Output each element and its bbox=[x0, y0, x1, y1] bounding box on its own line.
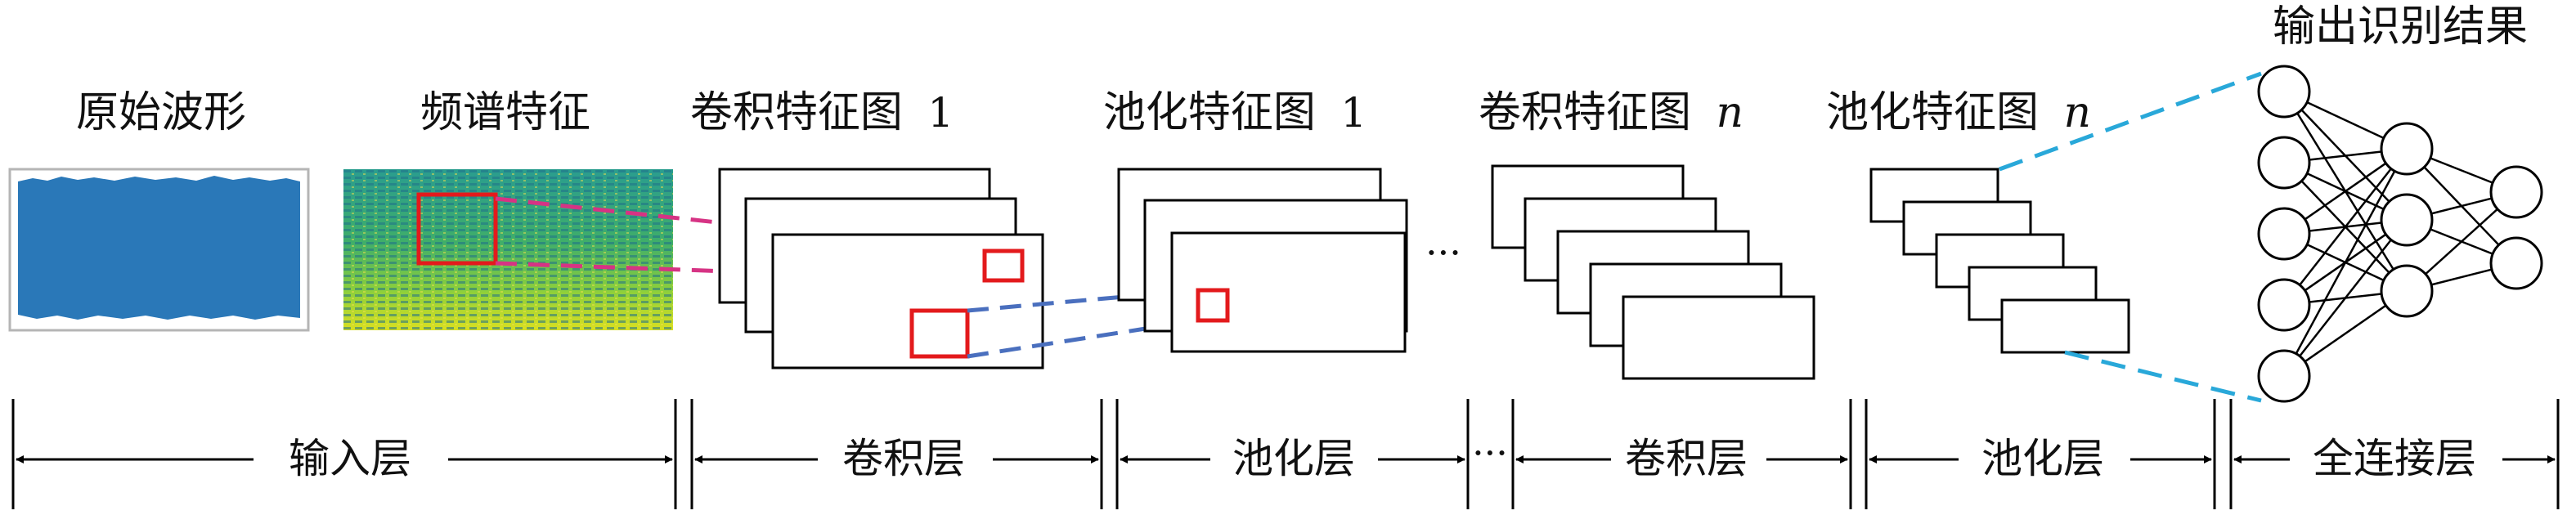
spectrum-panel bbox=[343, 169, 673, 330]
stage-fc-label: 全连接层 bbox=[2313, 435, 2476, 482]
conv1-label-text: 卷积特征图 bbox=[690, 88, 903, 137]
fc-neuron-layer-1 bbox=[2257, 278, 2311, 332]
stage-separators bbox=[11, 399, 2560, 509]
pool1-feature-maps bbox=[1117, 168, 1408, 353]
link-conv-to-pool-top bbox=[967, 288, 1199, 313]
fc-neuron-layer-1 bbox=[2257, 136, 2311, 190]
fc-neuron-layer-1 bbox=[2257, 65, 2311, 119]
fc-connection bbox=[2283, 148, 2408, 306]
waveform-signal bbox=[18, 181, 300, 315]
fc-neuron-layer-3 bbox=[2489, 165, 2543, 219]
pool1-label-text: 池化特征图 bbox=[1103, 88, 1316, 137]
spectrum-label: 频谱特征 bbox=[420, 88, 590, 137]
waveform-label: 原始波形 bbox=[76, 88, 246, 137]
fc-neuron-layer-2 bbox=[2380, 264, 2434, 318]
convn-map bbox=[1622, 295, 1815, 380]
link-pool-to-fc-top bbox=[1999, 71, 2262, 172]
waveform-panel bbox=[8, 168, 310, 332]
spectrum-highlight-box bbox=[416, 192, 498, 266]
stage-bar: 输入层 卷积层 池化层 ··· 卷积层 池化层 全连接层 bbox=[11, 399, 2560, 509]
pool1-highlight bbox=[1196, 288, 1230, 323]
conv1-highlight-small bbox=[982, 249, 1025, 283]
conv1-map bbox=[771, 233, 1044, 369]
conv1-highlight-large bbox=[909, 308, 970, 359]
pooln-label: 池化特征图 n bbox=[1826, 88, 2091, 137]
waveform-noise-top bbox=[18, 176, 300, 181]
link-pool-to-fc-bottom bbox=[2064, 350, 2262, 403]
fully-connected-network bbox=[2257, 65, 2543, 403]
pooln-feature-maps bbox=[1869, 168, 2130, 354]
stage-conv2-label: 卷积层 bbox=[1625, 435, 1748, 482]
pool1-map bbox=[1170, 231, 1407, 353]
convn-label-index: n bbox=[1717, 88, 1744, 137]
output-label: 输出识别结果 bbox=[2273, 2, 2528, 52]
link-conv-to-pool-bottom bbox=[967, 318, 1199, 359]
conv1-feature-maps bbox=[718, 168, 1044, 369]
pool1-label-index: 1 bbox=[1340, 89, 1367, 137]
fc-neuron-layer-2 bbox=[2380, 122, 2434, 176]
pooln-map bbox=[2000, 298, 2130, 354]
convn-feature-maps bbox=[1491, 164, 1815, 380]
fc-neuron-layer-2 bbox=[2380, 193, 2434, 247]
fc-connection bbox=[2282, 148, 2408, 377]
fc-neuron-layer-1 bbox=[2257, 349, 2311, 403]
convn-label: 卷积特征图 n bbox=[1479, 88, 1744, 137]
pooln-label-index: n bbox=[2064, 88, 2092, 137]
fc-connection bbox=[2283, 219, 2408, 377]
waveform-noise-bottom bbox=[18, 315, 300, 320]
stage-pool-label: 池化层 bbox=[1232, 435, 1355, 482]
stage-ellipsis: ··· bbox=[1472, 431, 1508, 475]
mid-ellipsis: ··· bbox=[1425, 231, 1461, 275]
stage-input-label: 输入层 bbox=[289, 435, 411, 482]
stage-conv-label: 卷积层 bbox=[842, 435, 965, 482]
convn-label-text: 卷积特征图 bbox=[1479, 88, 1691, 137]
pool1-label: 池化特征图 1 bbox=[1103, 88, 1367, 137]
conv1-label-index: 1 bbox=[927, 89, 954, 137]
spectrum-texture bbox=[343, 169, 673, 330]
pooln-label-text: 池化特征图 bbox=[1826, 88, 2039, 137]
fc-neuron-layer-1 bbox=[2257, 207, 2311, 261]
fc-neuron-layer-3 bbox=[2489, 236, 2543, 290]
conv1-label: 卷积特征图 1 bbox=[690, 88, 954, 137]
stage-pool2-label: 池化层 bbox=[1981, 435, 2104, 482]
